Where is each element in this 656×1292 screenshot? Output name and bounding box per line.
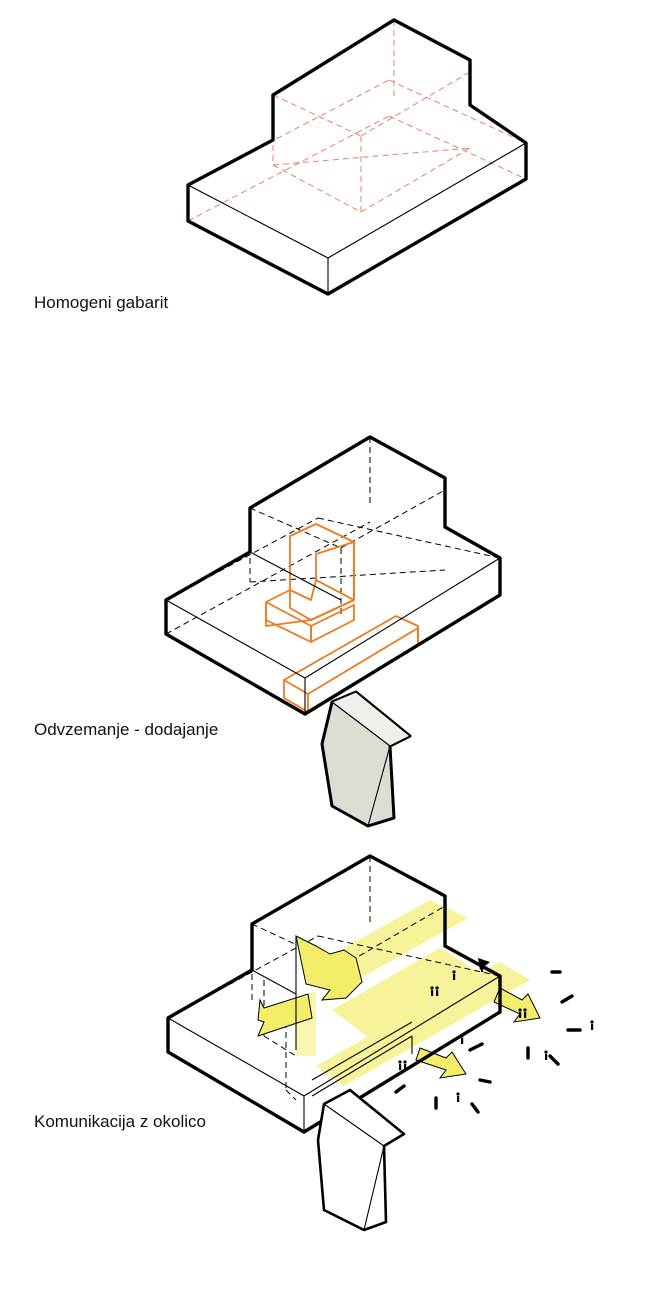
orange-volumes — [265, 523, 419, 713]
diagram-komunikacija-z-okolico: Komunikacija z okolico — [0, 850, 656, 1292]
caption: Homogeni gabarit — [34, 293, 169, 312]
diagram-odvzemanje-dodajanje: Odvzemanje - dodajanje — [0, 430, 656, 850]
caption: Odvzemanje - dodajanje — [34, 720, 219, 739]
caption: Komunikacija z okolico — [34, 1112, 206, 1131]
building-silhouette — [186, 18, 528, 296]
radiating-ticks — [394, 970, 582, 1114]
massing-volume-2 — [164, 435, 502, 828]
massing-volume-1 — [186, 18, 528, 296]
landscape-element — [316, 1088, 406, 1232]
building-silhouette — [166, 854, 502, 1134]
building-silhouette — [164, 435, 502, 716]
landscape-element — [320, 690, 412, 828]
massing-volume-3 — [166, 854, 594, 1232]
diagram-homogeni-gabarit: Homogeni gabarit — [0, 0, 656, 340]
arrow-icon — [257, 935, 541, 1079]
people-figures-icon — [398, 962, 594, 1102]
hidden-edges — [165, 437, 501, 635]
